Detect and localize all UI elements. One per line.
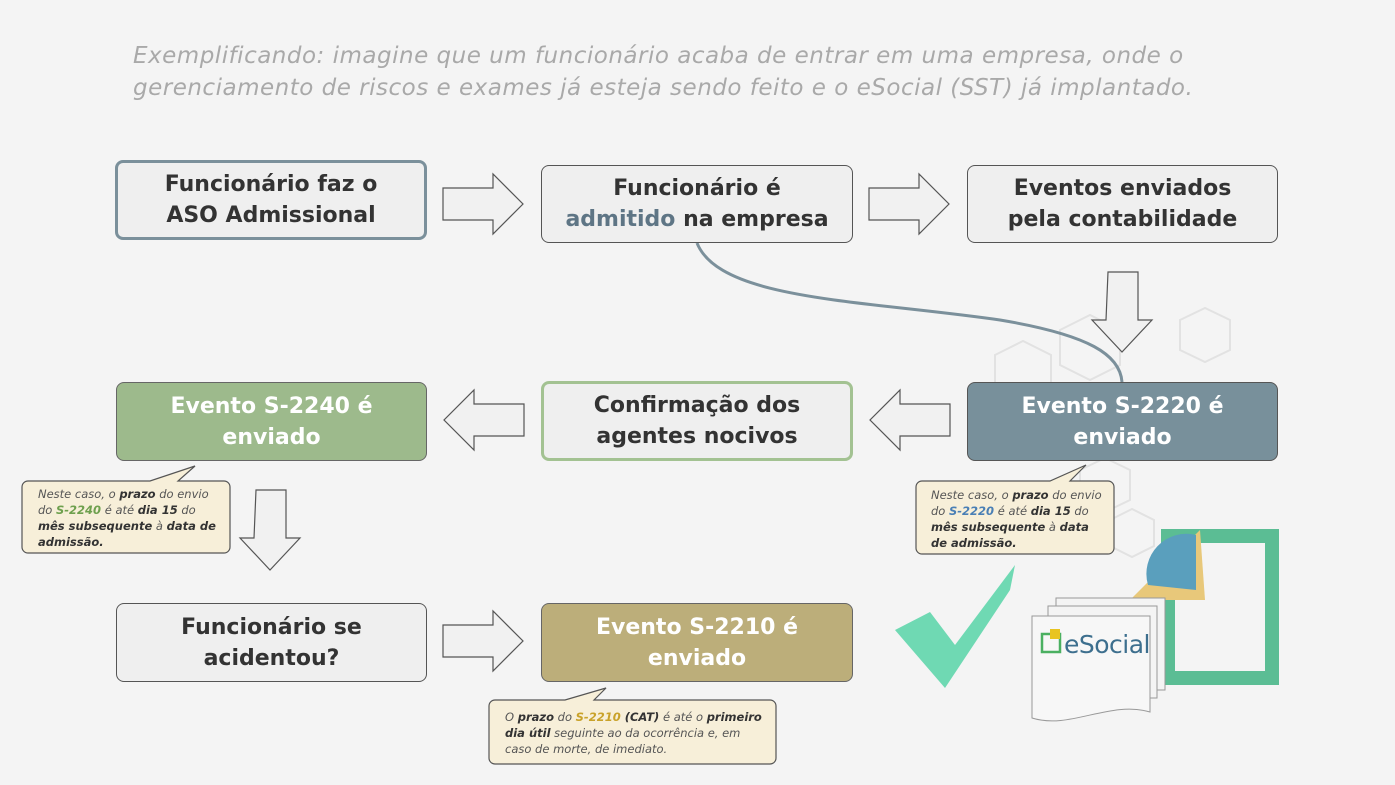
s2240-line2: enviado <box>222 424 321 450</box>
aso-line2: ASO Admissional <box>166 203 376 228</box>
note-s2240: Neste caso, o prazo do envio do S-2240 é… <box>38 487 216 549</box>
s2210-line2: enviado <box>647 645 747 671</box>
connector-curve <box>695 242 1124 383</box>
arrow-left-2 <box>443 388 525 452</box>
arrow-down-2 <box>238 489 302 571</box>
eventos-line2: pela contabilidade <box>1007 207 1238 232</box>
acidente-line2: acidentou? <box>203 645 340 671</box>
admitido-line1: Funcionário é <box>613 176 781 201</box>
callout-2240-shape <box>21 465 231 554</box>
callout-2220-shape <box>915 464 1115 555</box>
admitido-box: Funcionário é admitido na empresa <box>541 165 853 243</box>
arrow-down-1 <box>1090 271 1154 353</box>
confirmacao-line2: agentes nocivos <box>596 424 798 449</box>
frame-icon <box>1161 529 1279 685</box>
confirmacao-line1: Confirmação dos <box>593 393 801 418</box>
admitido-rest: na empresa <box>675 207 829 232</box>
arrow-right-3 <box>442 609 524 673</box>
eventos-line1: Eventos enviados <box>1013 176 1232 201</box>
acidente-box: Funcionário se acidentou? <box>116 603 427 682</box>
arrow-right-1 <box>442 172 524 236</box>
document-icon <box>1031 615 1151 722</box>
arrow-left-1 <box>869 388 951 452</box>
eventos-box: Eventos enviados pela contabilidade <box>967 165 1278 243</box>
checkmark-icon <box>895 565 1015 688</box>
s2210-box: Evento S-2210 é enviado <box>541 603 853 682</box>
arrow-right-2 <box>868 172 950 236</box>
confirmacao-box: Confirmação dos agentes nocivos <box>541 381 853 461</box>
acidente-line1: Funcionário se <box>181 614 362 640</box>
s2220-line1: Evento S-2220 é <box>1021 393 1224 419</box>
s2220-box: Evento S-2220 é enviado <box>967 382 1278 461</box>
s2210-line1: Evento S-2210 é <box>595 614 799 640</box>
s2220-line2: enviado <box>1073 424 1172 450</box>
aso-box: Funcionário faz o ASO Admissional <box>115 160 427 240</box>
note-s2210: O prazo do S-2210 (CAT) é até o primeiro… <box>505 710 762 756</box>
intro-text: Exemplificando: imagine que um funcionár… <box>133 43 1194 101</box>
callout-2210-shape <box>488 687 777 765</box>
s2240-line1: Evento S-2240 é <box>170 393 373 419</box>
esocial-logo-text: eSocial <box>1064 630 1151 659</box>
note-s2220: Neste caso, o prazo do envio do S-2220 é… <box>931 488 1102 550</box>
admitido-highlight: admitido <box>565 207 676 232</box>
s2240-box: Evento S-2240 é enviado <box>116 382 427 461</box>
aso-line1: Funcionário faz o <box>164 172 378 197</box>
